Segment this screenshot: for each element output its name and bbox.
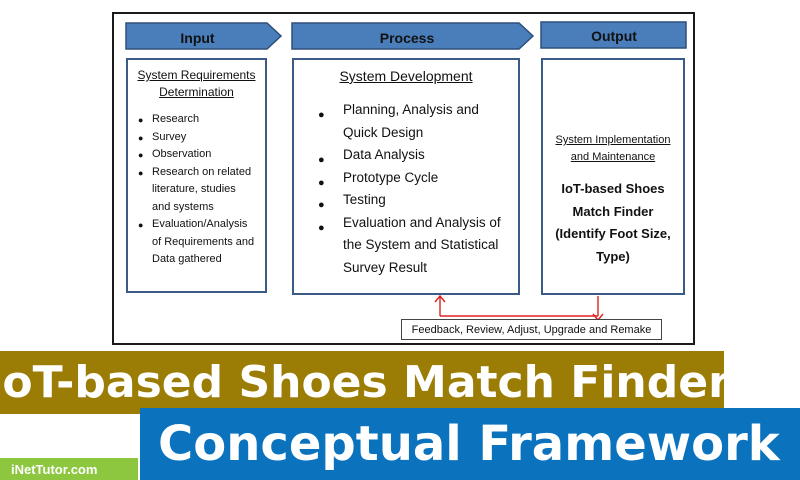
bullet-icon: ● <box>138 220 144 230</box>
input-header-label: Input <box>180 30 215 46</box>
output-result-line4: Type) <box>596 248 630 264</box>
output-result-line2: Match Finder <box>572 203 654 219</box>
input-item: ●Evaluation/Analysis <box>138 216 261 234</box>
output-box: System Implementation and Maintenance Io… <box>541 58 685 295</box>
input-item-continuation: and systems <box>152 200 214 213</box>
process-item: ●Evaluation and Analysis of <box>318 212 514 235</box>
bullet-icon: ● <box>318 199 325 211</box>
bullet-icon: ● <box>318 176 325 189</box>
process-item-continuation: the System and Statistical <box>343 237 499 252</box>
input-box: System Requirements Determination ●Resea… <box>126 58 267 293</box>
banner-title: IoT-based Shoes Match Finder <box>0 351 724 414</box>
process-header-label: Process <box>379 30 435 46</box>
output-header-arrow <box>540 21 687 49</box>
process-item: ●Data Analysis <box>318 144 514 167</box>
output-box-title: System Implementation and Maintenance <box>543 60 683 166</box>
process-box: System Development ●Planning, Analysis a… <box>292 58 520 295</box>
bullet-icon: ● <box>138 150 144 160</box>
process-item-continuation: Quick Design <box>343 124 424 140</box>
banner-subtitle-text: Conceptual Framework <box>158 416 780 472</box>
process-item: ●Testing <box>318 189 514 212</box>
output-result: IoT-based Shoes Match Finder (Identify F… <box>543 178 683 268</box>
input-item: ●Research on related <box>138 164 261 182</box>
banner-subtitle: Conceptual Framework <box>140 408 800 480</box>
input-item: ●Observation <box>138 146 261 164</box>
bullet-icon: ● <box>138 167 144 178</box>
process-item-continuation: Survey Result <box>343 259 428 275</box>
input-header-arrow <box>125 22 283 50</box>
input-item-continuation: of Requirements and <box>152 235 255 248</box>
brand-logo[interactable]: iNetTutor.com <box>0 458 138 480</box>
process-item: ●Prototype Cycle <box>318 167 514 190</box>
process-header-arrow <box>291 22 535 50</box>
process-box-title: System Development <box>339 68 473 84</box>
process-item: ●Planning, Analysis and <box>318 99 514 122</box>
output-result-line1: IoT-based Shoes <box>561 181 665 196</box>
input-list: ●Research ●Survey ●Observation ●Research… <box>128 111 265 269</box>
bullet-icon: ● <box>318 109 325 121</box>
feedback-box: Feedback, Review, Adjust, Upgrade and Re… <box>401 319 662 340</box>
bullet-icon: ● <box>318 221 325 234</box>
input-item: ●Research <box>138 111 261 129</box>
output-header-label: Output <box>591 28 637 44</box>
process-list: ●Planning, Analysis and Quick Design ●Da… <box>294 99 518 279</box>
bullet-icon: ● <box>318 154 325 166</box>
output-title-line2: and Maintenance <box>570 151 656 163</box>
bullet-icon: ● <box>138 132 144 143</box>
input-box-title: System Requirements Determination <box>128 60 265 101</box>
input-title-line1: System Requirements <box>137 68 256 82</box>
arrow-up-icon <box>434 294 446 303</box>
output-title-line1: System Implementation <box>555 134 671 146</box>
input-item-continuation: Data gathered <box>152 253 222 265</box>
input-item-continuation: literature, studies <box>152 183 236 195</box>
input-title-line2: Determination <box>159 85 234 99</box>
feedback-loop-arrows <box>434 294 604 322</box>
bullet-icon: ● <box>138 115 144 125</box>
output-result-line3: (Identify Foot Size, <box>555 226 671 241</box>
banner-title-text: IoT-based Shoes Match Finder <box>0 357 724 408</box>
input-item: ●Survey <box>138 129 261 147</box>
